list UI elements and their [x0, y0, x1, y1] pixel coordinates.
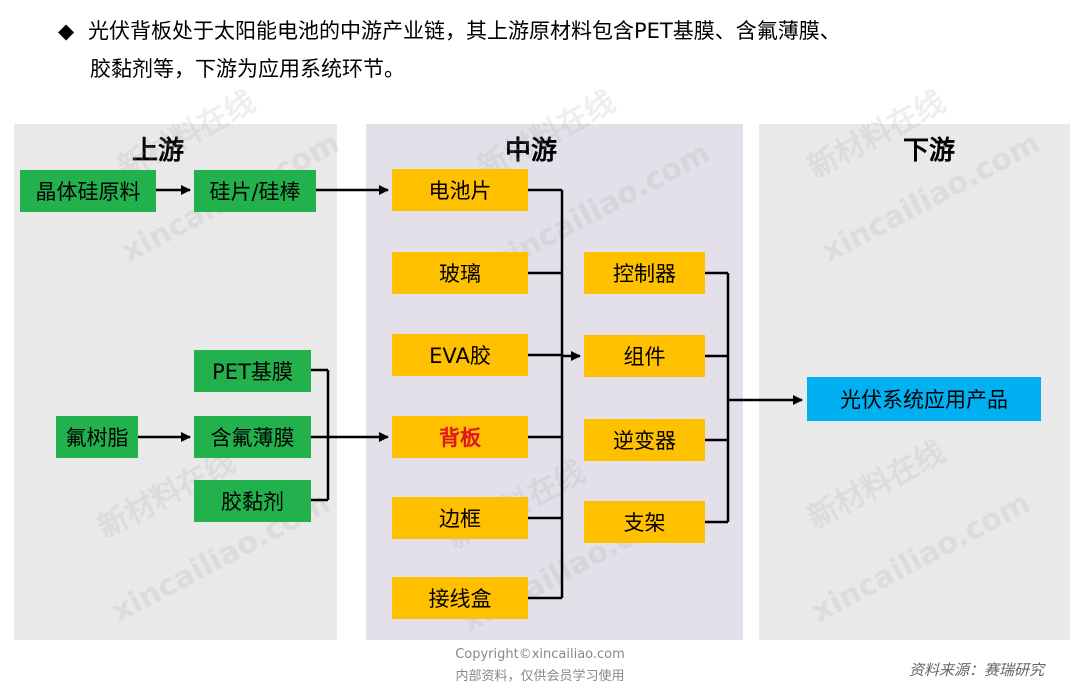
downstream-title: 下游: [902, 136, 955, 166]
box-eva: EVA胶: [392, 334, 528, 376]
box-pet-film: PET基膜: [194, 350, 311, 392]
box-bracket: 支架: [584, 501, 705, 543]
box-glass: 玻璃: [392, 252, 528, 294]
intro-line-1: 光伏背板处于太阳能电池的中游产业链，其上游原材料包含PET基膜、含氟薄膜、: [88, 19, 841, 43]
intro-text: ◆ 光伏背板处于太阳能电池的中游产业链，其上游原材料包含PET基膜、含氟薄膜、 胶…: [58, 12, 1058, 88]
source-note: 资料来源：赛瑞研究: [908, 661, 1044, 679]
box-junction-box: 接线盒: [392, 577, 528, 619]
box-module: 组件: [584, 335, 705, 377]
box-application: 光伏系统应用产品: [807, 377, 1041, 421]
box-frame: 边框: [392, 497, 528, 539]
box-controller: 控制器: [584, 252, 705, 294]
intro-line-2: 胶黏剂等，下游为应用系统环节。: [90, 57, 405, 81]
box-inverter: 逆变器: [584, 419, 705, 461]
upstream-title: 上游: [131, 136, 184, 166]
copyright-text: Copyright©xincailiao.com: [455, 647, 625, 662]
box-backsheet: 背板: [392, 416, 528, 458]
box-fluoro-film: 含氟薄膜: [194, 416, 311, 458]
box-cell: 电池片: [392, 169, 528, 211]
box-adhesive: 胶黏剂: [194, 480, 311, 522]
box-wafer: 硅片/硅棒: [194, 170, 316, 212]
midstream-title: 中游: [504, 136, 557, 166]
box-crystal-silicon: 晶体硅原料: [20, 170, 156, 212]
box-fluororesin: 氟树脂: [56, 416, 138, 458]
diamond-bullet-icon: ◆: [58, 19, 75, 43]
internal-notice: 内部资料，仅供会员学习使用: [455, 669, 625, 684]
